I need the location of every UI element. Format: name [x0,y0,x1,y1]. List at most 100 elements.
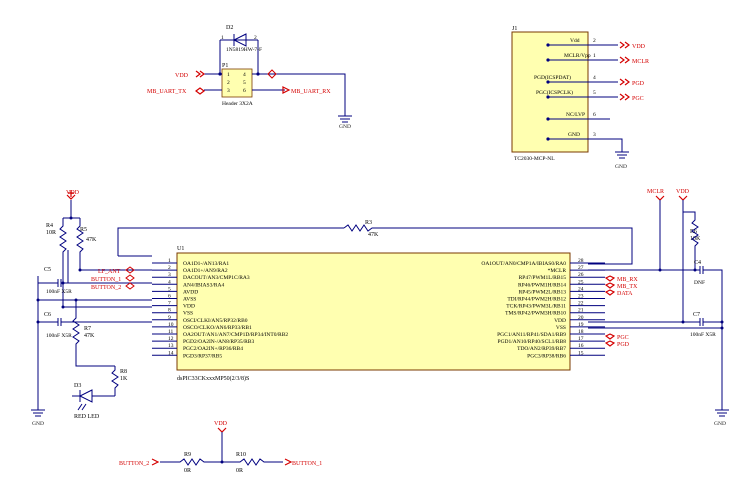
r7-value: 47K [84,333,95,339]
p1-pin3: 3 [227,88,230,94]
u1-pin-number: 3 [168,272,171,278]
j1-pin-mclr-num: 1 [593,53,596,59]
net-button-1-bottom: BUTTON_1 [292,461,322,467]
u1-pin-label: PGC3/RP38/RB6 [527,353,566,359]
u1-pin-label: AVSS [183,297,196,303]
mclr-top-label: MCLR [647,189,664,195]
left-circuit: VDD R4 10R R5 47K C5 100nF X5R C6 100nF … [31,190,633,427]
u1-pin-label: AN4/IBIAS3/RA4 [183,282,225,288]
u1-pin-number: 25 [578,279,584,285]
u1-pin-label: RP46/PWM1H/RB14 [518,282,566,288]
j1-net-pgd: PGD [632,81,645,87]
c7-ref: C7 [693,312,700,318]
u1-ref: U1 [177,246,184,252]
c5-ref: C5 [44,267,51,273]
p1-pin1: 1 [227,72,230,78]
d2-pin2: 2 [254,35,257,41]
j1-part: TC2030-MCP-NL [514,156,555,162]
d2-ref: D2 [226,25,233,31]
c7-value: 100nF X5R [690,332,716,338]
j1-pin-pgc: PGC(ICSPCLK) 5 PGC [536,89,644,102]
u1-pin-label: OA2OUT/AN1/AN7/CMP1D/RP34/INT0/RB2 [183,332,288,338]
j1-pin-pgd: PGD(ICSPDAT) 4 PGD [534,74,645,87]
u1-pin-label: OSCI/CLKI/AN5/RP32/RB0 [183,318,248,324]
net-lf-ant: LF_ANT [98,269,121,275]
c4-value: DNF [694,280,705,286]
u1-pin-label: PGC1/AN11/RP41/SDA1/RB9 [497,332,566,338]
u1-pin-number: 4 [168,279,171,285]
r10-value: 0R [236,468,243,474]
u1-pin-number: 14 [168,350,174,356]
u1-pin-number: 15 [578,350,584,356]
u1-pin-number: 28 [578,258,584,264]
diode-d2: D2 1 2 1N5819HW-7-F [219,25,262,72]
button-resistors: VDD R9 0R R10 0R BUTTON_2 BUTTON_1 [119,421,322,474]
u1-pin-label: TMS/RP42/PWM3H/RB10 [505,311,566,317]
u1-pin-label: VDD [183,304,195,310]
r4-ref: R4 [46,223,53,229]
right-circuit: MCLR VDD R6 10K C4 DNF C7 100nF X5R GND … [588,189,729,427]
u1-pin-number: 21 [578,308,584,314]
c6-ref: C6 [44,312,51,318]
p1-vdd-label: VDD [175,73,189,79]
net-button-1-left: BUTTON_1 [91,277,121,283]
j1-pin-gnd-label: GND [568,132,580,138]
j1-pin-pgd-num: 4 [593,75,596,81]
j1-net-mclr: MCLR [632,59,649,65]
net-button-2-bottom: BUTTON_2 [119,461,149,467]
u1-pin-label: AVDD [183,289,198,295]
net-pgd: PGD [617,342,630,348]
j1-pin-gnd: GND 3 GND [546,132,629,170]
u1-pin-label: *MCLR [548,268,567,274]
r9-value: 0R [184,468,191,474]
r8-value: 1K [120,376,128,382]
j1-pin-nc: NC/LVP 6 [546,112,610,121]
j1-net-pgc: PGC [632,96,644,102]
r5-ref: R5 [80,227,87,233]
j1-pin-nc-num: 6 [593,112,596,118]
j1-ref: J1 [512,26,517,32]
u1-pin-number: 27 [578,265,584,271]
u1-pin-number: 9 [168,315,171,321]
u1-pin-number: 22 [578,301,584,307]
net-data: DATA [617,291,633,297]
j1-net-vdd: VDD [632,44,646,50]
u1-pin-label: TDI/RP44/PWM2H/RB12 [507,297,566,303]
u1-pin-number: 12 [168,336,174,342]
p1-pin5: 5 [243,80,246,86]
u1-pin-number: 5 [168,286,171,292]
u1-pin-number: 23 [578,294,584,300]
u1-pin-number: 16 [578,343,584,349]
u1-pin-number: 1 [168,258,171,264]
j1-gnd-label: GND [615,164,627,170]
u1-pin-label: TDO/AN2/RP39/RB7 [517,346,566,352]
u1-pin-number: 19 [578,322,584,328]
u1-pin-label: OA1OUT/AN0/CMP1A/IBIAS0/RA0 [481,261,566,267]
u1-pin-number: 18 [578,329,584,335]
p1-ref: P1 [222,63,228,69]
r10-ref: R10 [236,452,246,458]
vdd-bottom-label: VDD [214,421,228,427]
p1-pin4: 4 [243,72,246,78]
r4-value: 10R [46,230,56,236]
